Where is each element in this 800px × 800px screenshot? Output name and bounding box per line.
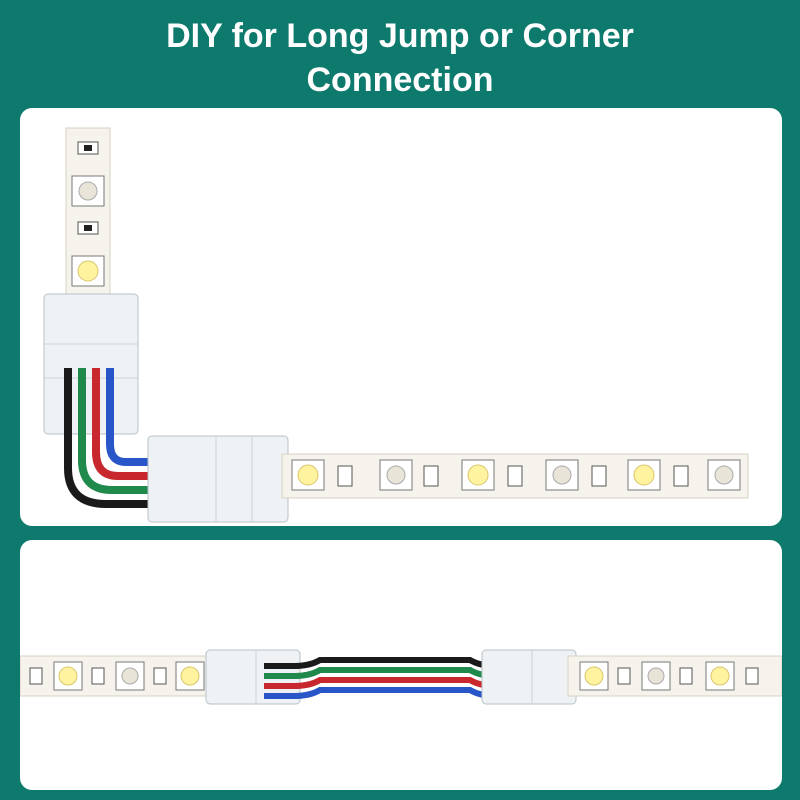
led-lit — [584, 666, 604, 686]
wire-green — [78, 368, 152, 494]
wire-blue — [106, 368, 152, 466]
right-connector — [481, 649, 577, 705]
resistor — [673, 465, 689, 487]
long-jump-connection-illustration — [20, 649, 782, 705]
led-lit — [710, 666, 730, 686]
led-lit — [58, 666, 78, 686]
led-unlit — [386, 465, 406, 485]
led-lit — [77, 260, 99, 282]
led-unlit — [647, 667, 665, 685]
led-lit — [633, 464, 655, 486]
title-line-1: DIY for Long Jump or Corner — [166, 17, 634, 55]
led-lit — [180, 666, 200, 686]
resistor — [745, 667, 759, 685]
led-lit — [297, 464, 319, 486]
resistor — [617, 667, 631, 685]
resistor — [507, 465, 523, 487]
vertical-connector — [43, 293, 139, 435]
title-line-2: Connection — [306, 61, 494, 99]
resistor — [423, 465, 439, 487]
resistor — [591, 465, 607, 487]
led-unlit — [78, 181, 98, 201]
resistor-body — [84, 145, 92, 151]
wire-black — [64, 368, 152, 508]
corner-connection-panel — [20, 108, 782, 526]
resistor — [29, 667, 43, 685]
corner-connection-illustration — [43, 127, 749, 523]
led-unlit — [714, 465, 734, 485]
resistor — [679, 667, 693, 685]
long-jump-connection-panel — [20, 540, 782, 790]
resistor — [337, 465, 353, 487]
wire-red — [92, 368, 152, 480]
resistor — [153, 667, 167, 685]
led-unlit — [552, 465, 572, 485]
resistor — [91, 667, 105, 685]
resistor-body — [84, 225, 92, 231]
horizontal-connector — [147, 435, 289, 523]
page-title: DIY for Long Jump or Corner Connection — [0, 14, 800, 102]
led-lit — [467, 464, 489, 486]
led-unlit — [121, 667, 139, 685]
